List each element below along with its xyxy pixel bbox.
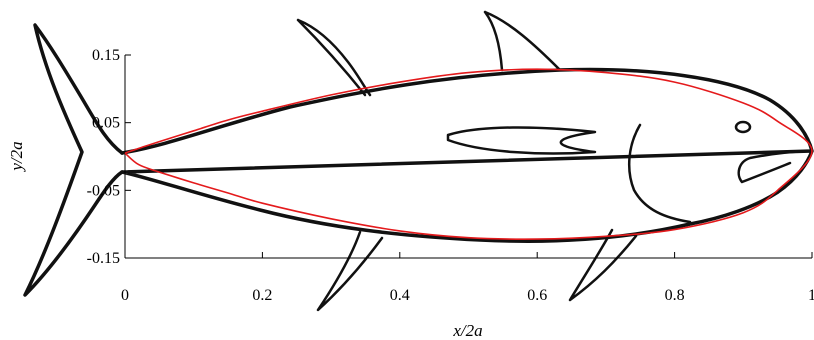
x-tick-label: 0.2 [252, 287, 272, 304]
fish-pelvic-fin [316, 230, 384, 312]
x-tick-label: 0.4 [390, 287, 410, 304]
tick-labels: 0.15 0.05 -0.05 -0.15 0 0.2 0.4 0.6 0.8 1 [87, 47, 814, 304]
fish-eye [734, 120, 752, 134]
fish-dorsal-fin-front [296, 18, 372, 97]
x-tick-label: 0 [121, 287, 129, 304]
x-axis-label: x/2a [452, 321, 482, 340]
x-axis-ticks [124, 252, 813, 258]
profile-curve [124, 68, 813, 240]
x-tick-label: 1 [808, 287, 814, 304]
y-tick-label: -0.05 [87, 182, 120, 199]
x-tick-label: 0.6 [527, 287, 547, 304]
y-tick-label: -0.15 [87, 250, 120, 267]
y-axis-label: y/2a [7, 141, 26, 172]
fish-pectoral-fin [446, 126, 597, 155]
fish-tail-fin [23, 23, 124, 297]
y-axis-ticks [125, 54, 131, 259]
y-tick-label: 0.05 [92, 115, 120, 132]
fish-dorsal-fin-rear [483, 10, 562, 72]
y-tick-label: 0.15 [92, 47, 120, 64]
fish-gill-line [628, 123, 692, 224]
tuna-fish-drawing [23, 10, 814, 312]
fish-body-outline [120, 67, 814, 243]
x-tick-label: 0.8 [665, 287, 685, 304]
fish-mouth [737, 149, 810, 184]
